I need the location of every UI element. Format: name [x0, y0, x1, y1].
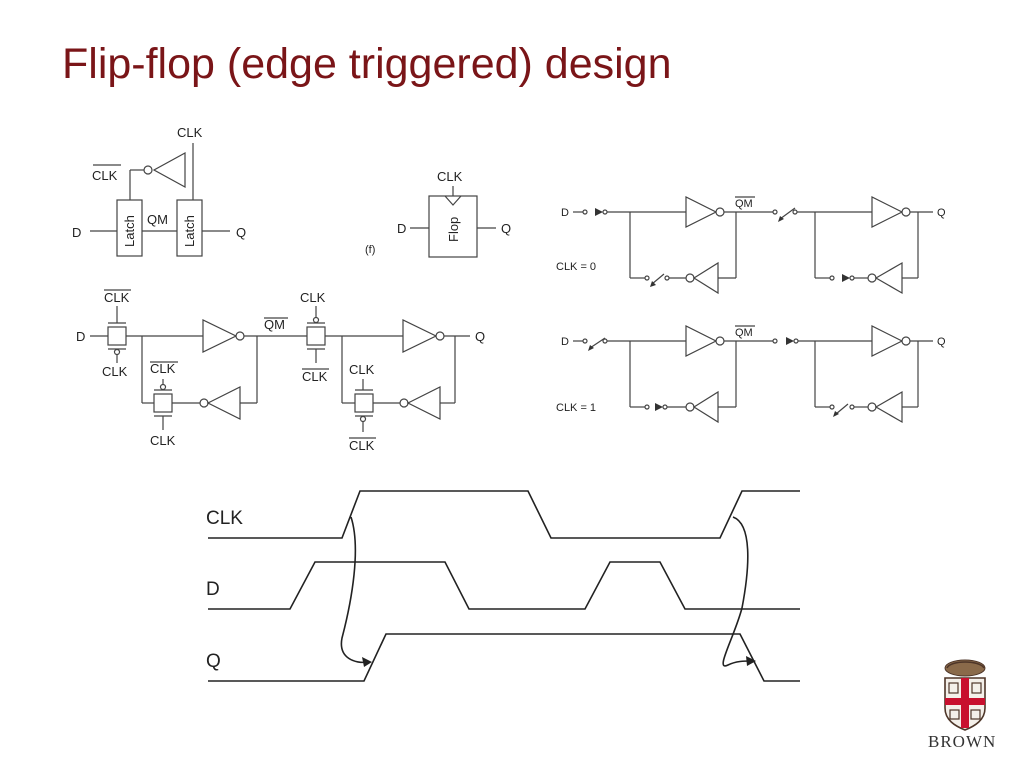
latch-flipflop-diagram: CLK CLK Latch Latch D QM Q [72, 125, 246, 257]
clk1-label: CLK = 1 [556, 402, 596, 414]
timing-clk-label: CLK [206, 508, 243, 529]
qm-label: QM [147, 212, 168, 227]
fb2-clkbar-label: CLK [349, 438, 375, 453]
timing-diagram: CLK D Q [206, 490, 800, 682]
latch-1 [116, 199, 143, 257]
clk0-qm-label: QM [735, 198, 753, 210]
tg2-clk-label: CLK [300, 290, 326, 305]
timing-d-label: D [206, 579, 220, 600]
tg1-clk-label: CLK [102, 364, 128, 379]
transmission-gate-flipflop: D CLK CLK CLK CLK QM [76, 289, 485, 453]
clk1-d-label: D [561, 336, 569, 348]
clk-to-q-rise-arrow [340, 516, 369, 664]
q-label: Q [236, 225, 246, 240]
clk-bar-label: CLK [92, 168, 118, 183]
tg2-clkbar-label: CLK [302, 369, 328, 384]
clk-to-q-fall-arrow [722, 516, 753, 667]
tg1-clkbar-label: CLK [104, 290, 130, 305]
clk1-q-label: Q [937, 336, 946, 348]
clk0-switch-schematic: D QM Q [556, 196, 946, 295]
clk0-q-label: Q [937, 207, 946, 219]
clk-waveform [208, 490, 800, 539]
flop-q-label: Q [501, 221, 511, 236]
tg-q-label: Q [475, 329, 485, 344]
clk1-qm-label: QM [735, 327, 753, 339]
flop-label: Flop [446, 217, 461, 242]
tg-qm-label: QM [264, 317, 285, 332]
fb1-clkbar-label: CLK [150, 361, 176, 376]
clk0-label: CLK = 0 [556, 261, 596, 273]
figure-f-label: (f) [365, 244, 375, 256]
clk1-switch-schematic: D QM Q [556, 325, 946, 424]
fb2-clk-label: CLK [349, 362, 375, 377]
tg-d-label: D [76, 329, 85, 344]
fb1-clk-label: CLK [150, 433, 176, 448]
d-waveform [208, 561, 800, 610]
clk-label: CLK [177, 125, 203, 140]
brown-logo: BROWN [928, 659, 996, 751]
latch-2 [176, 199, 203, 257]
brown-logo-text: BROWN [928, 732, 996, 751]
latch-1-label: Latch [122, 215, 137, 247]
q-waveform [208, 633, 800, 682]
flop-d-label: D [397, 221, 406, 236]
latch-2-label: Latch [182, 215, 197, 247]
timing-q-label: Q [206, 651, 221, 672]
flop-clk-label: CLK [437, 169, 463, 184]
slide-title: Flip-flop (edge triggered) design [62, 40, 672, 88]
flop-symbol: CLK Flop D Q (f) [365, 169, 511, 258]
d-label: D [72, 225, 81, 240]
clk0-d-label: D [561, 207, 569, 219]
